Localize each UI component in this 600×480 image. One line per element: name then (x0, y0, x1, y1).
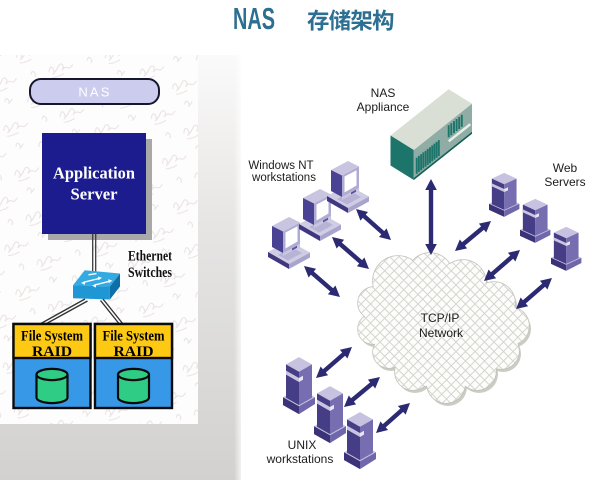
svg-text:Web: Web (553, 161, 578, 175)
svg-text:UNIX: UNIX (288, 438, 317, 452)
svg-text:RAID: RAID (32, 344, 72, 360)
svg-text:Network: Network (419, 326, 464, 340)
svg-text:File System: File System (21, 329, 83, 345)
svg-text:Server: Server (71, 185, 118, 204)
svg-text:Windows NT: Windows NT (248, 160, 313, 172)
svg-text:Switches: Switches (128, 265, 172, 281)
svg-text:workstations: workstations (251, 172, 316, 184)
svg-text:NAS: NAS (233, 1, 275, 36)
svg-text:File System: File System (103, 329, 165, 345)
svg-text:workstations: workstations (266, 452, 334, 466)
svg-text:Ethernet: Ethernet (128, 249, 172, 265)
svg-text:RAID: RAID (114, 344, 154, 360)
svg-text:Appliance: Appliance (357, 100, 410, 114)
svg-text:Application: Application (53, 164, 136, 183)
svg-text:NAS: NAS (78, 85, 111, 100)
svg-text:NAS: NAS (371, 86, 396, 100)
svg-text:Servers: Servers (544, 175, 585, 189)
svg-text:TCP/IP: TCP/IP (421, 311, 460, 325)
